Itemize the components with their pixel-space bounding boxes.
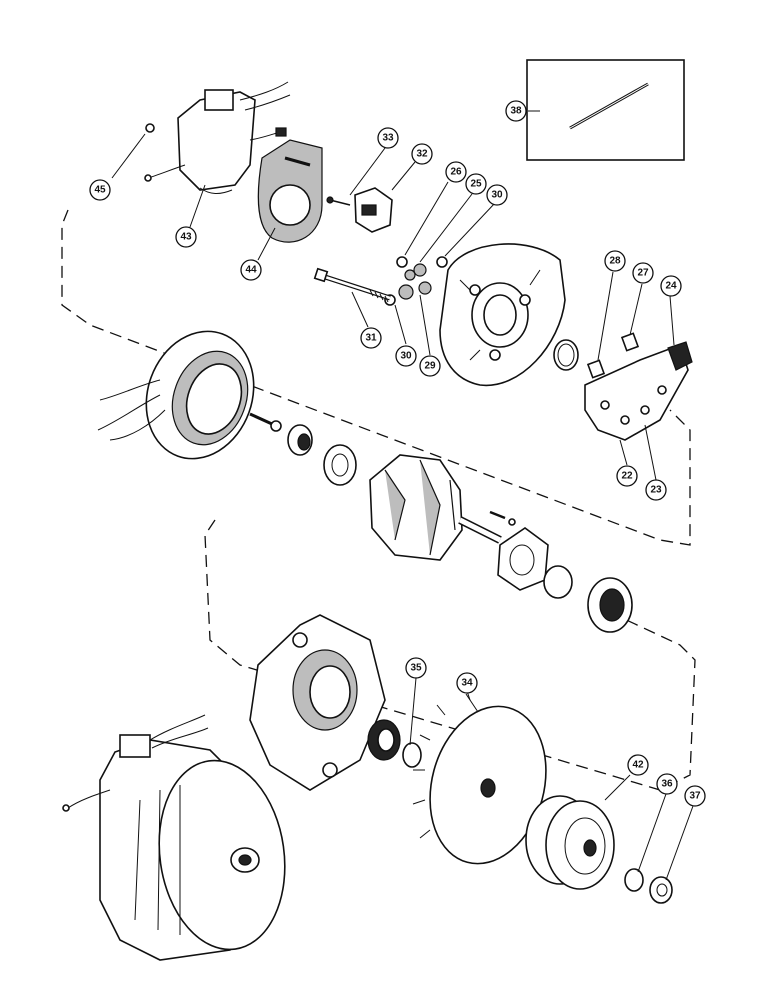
callout-label: 26 (450, 167, 462, 178)
callout-circle (360, 327, 382, 349)
rotor (369, 454, 502, 561)
washer-36 (624, 868, 644, 892)
callout-label: 27 (637, 268, 649, 279)
small-hardware (384, 256, 448, 306)
callout-38: 38 (505, 100, 527, 122)
assembled-alternator (62, 714, 286, 961)
callout-23: 23 (645, 479, 667, 501)
callout-26: 26 (445, 161, 467, 183)
callout-label: 35 (410, 663, 422, 674)
leader-lines (111, 110, 694, 881)
callout-22: 22 (616, 465, 638, 487)
callout-circle (656, 773, 678, 795)
callout-label: 30 (400, 351, 412, 362)
seal-and-spacer (367, 719, 422, 768)
callout-24: 24 (660, 275, 682, 297)
callout-45: 45 (89, 179, 111, 201)
callout-label: 28 (609, 256, 621, 267)
callout-circle (445, 161, 467, 183)
callout-label: 34 (461, 678, 473, 689)
callout-circle (632, 262, 654, 284)
callout-30-lower: 30 (395, 345, 417, 367)
callout-44: 44 (240, 259, 262, 281)
callout-circle (89, 179, 111, 201)
drive-end-housing (249, 614, 386, 791)
callout-27: 27 (632, 262, 654, 284)
callout-label: 30 (491, 190, 503, 201)
pulley-42 (525, 795, 615, 890)
callout-label: 25 (470, 179, 482, 190)
callout-label: 31 (365, 333, 377, 344)
callout-label: 23 (650, 485, 662, 496)
callout-circle (505, 100, 527, 122)
stator (97, 330, 255, 460)
callout-label: 33 (382, 133, 394, 144)
o-ring-inner (557, 343, 575, 367)
gasket-44 (257, 139, 323, 243)
fan-34 (412, 687, 547, 865)
voltage-regulator-43 (144, 81, 291, 194)
callout-circle (240, 259, 262, 281)
brush-holder-32 (326, 187, 393, 233)
callout-circle (645, 479, 667, 501)
slip-ring-end-housing (439, 243, 566, 387)
callout-30-top: 30 (486, 184, 508, 206)
nut-37 (649, 876, 673, 904)
callout-29: 29 (419, 355, 441, 377)
callout-label: 24 (665, 281, 677, 292)
callout-circle (175, 226, 197, 248)
callout-label: 36 (661, 779, 673, 790)
callout-42: 42 (627, 754, 649, 776)
rotor-end-hardware (249, 412, 357, 486)
callout-32: 32 (411, 143, 433, 165)
callout-25: 25 (465, 173, 487, 195)
callout-36: 36 (656, 773, 678, 795)
callout-circle (616, 465, 638, 487)
callout-circle (684, 785, 706, 807)
callout-31: 31 (360, 327, 382, 349)
callout-circle (411, 143, 433, 165)
bearing-retainer (489, 510, 549, 591)
callout-circle (456, 672, 478, 694)
callout-label: 43 (180, 232, 192, 243)
callout-label: 44 (245, 265, 257, 276)
callout-label: 22 (621, 471, 633, 482)
callout-circle (405, 657, 427, 679)
callout-label: 38 (510, 106, 522, 117)
inset-box-38 (526, 59, 685, 161)
callout-33: 33 (377, 127, 399, 149)
drive-end-bearing (543, 565, 633, 633)
callout-28: 28 (604, 250, 626, 272)
callout-label: 42 (632, 760, 644, 771)
callout-label: 45 (94, 185, 106, 196)
callout-circle (660, 275, 682, 297)
callout-34: 34 (456, 672, 478, 694)
callout-43: 43 (175, 226, 197, 248)
rectifier-assembly (584, 332, 693, 441)
callout-circle (604, 250, 626, 272)
callout-circle (627, 754, 649, 776)
callout-circle (419, 355, 441, 377)
callout-label: 37 (689, 791, 701, 802)
callout-circle (395, 345, 417, 367)
callout-circle (465, 173, 487, 195)
callout-37: 37 (684, 785, 706, 807)
through-bolt-31 (313, 267, 391, 303)
callout-label: 29 (424, 361, 436, 372)
callout-35: 35 (405, 657, 427, 679)
callout-circle (377, 127, 399, 149)
callout-circle (486, 184, 508, 206)
callout-label: 32 (416, 149, 428, 160)
